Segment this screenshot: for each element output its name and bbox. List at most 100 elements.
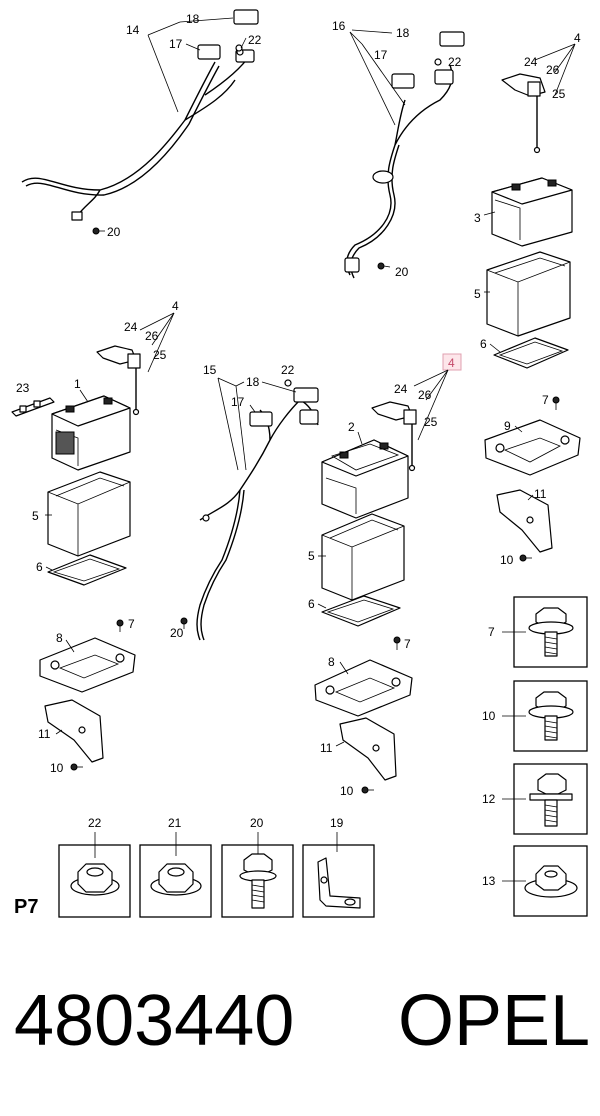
callout-21: 21 [168,816,182,830]
callout-26: 26 [145,329,159,343]
callout-24: 24 [394,382,408,396]
terminal-23 [11,397,55,417]
battery-support-8-left [39,637,136,693]
callout-8: 8 [328,655,335,669]
bolt-7-right [552,396,560,410]
battery-clamp-middle-right [371,401,417,472]
fastener-box-10 [502,680,588,752]
callout-9: 9 [504,419,511,433]
battery-support-8-right [314,659,413,717]
callout-24: 24 [124,320,138,334]
bracket-11-middle-right [339,717,397,781]
fastener-box-21 [139,832,212,918]
callout-5: 5 [308,549,315,563]
callout-25: 25 [153,348,167,362]
callout-18: 18 [396,26,410,40]
callout-10: 10 [50,761,64,775]
nut-22-top-left [235,44,243,52]
callout-19: 19 [330,816,344,830]
callout-20: 20 [107,225,121,239]
callout-10: 10 [482,709,496,723]
battery-mat-6-middle-left [47,554,127,586]
bolt-20-top-left [92,227,105,235]
battery-1 [51,395,131,471]
callout-7: 7 [488,625,495,639]
bolt-20-top-middle [377,262,391,270]
callout-17: 17 [169,37,183,51]
callout-2: 2 [348,420,355,434]
battery-2 [321,439,409,519]
callout-25: 25 [552,87,566,101]
fastener-box-7 [502,596,588,668]
battery-tray-5-middle-left [47,471,131,557]
fastener-box-19 [302,832,375,918]
callout-20: 20 [170,626,184,640]
callout-23: 23 [16,381,30,395]
callout-26: 26 [418,388,432,402]
callout-20: 20 [395,265,409,279]
callout-22: 22 [281,363,295,377]
battery-cable-harness-top-left [21,9,259,221]
fastener-box-22 [58,832,131,918]
callout-7: 7 [542,393,549,407]
callout-20: 20 [250,816,264,830]
bolt-7-middle-left [116,619,124,632]
callout-4: 4 [574,31,581,45]
callout-26: 26 [546,63,560,77]
callout-6: 6 [480,337,487,351]
callout-10: 10 [500,553,514,567]
bolt-7-middle-right [393,636,401,650]
bracket-11-right [496,489,553,553]
callout-5: 5 [32,509,39,523]
callout-4-highlight [442,353,462,371]
battery-mat-6-right [493,337,569,369]
callout-3: 3 [474,211,481,225]
callout-17: 17 [374,48,388,62]
callout-13: 13 [482,874,496,888]
callout-14: 14 [126,23,140,37]
brand-name: OPEL [398,981,591,1061]
callout-6: 6 [36,560,43,574]
callout-15: 15 [203,363,217,377]
callout-22: 22 [248,33,262,47]
battery-tray-5-right [486,251,571,337]
callout-22: 22 [448,55,462,69]
callout-18: 18 [186,12,200,26]
fastener-box-12 [502,763,588,835]
page-label: P7 [14,896,39,918]
callout-labels: 14 18 17 22 20 16 18 17 22 20 4 24 26 25… [16,12,581,888]
callout-10: 10 [340,784,354,798]
callout-4-highlighted: 4 [448,356,455,370]
callout-11: 11 [320,741,333,755]
callout-4: 4 [172,299,179,313]
battery-cable-harness-middle [196,387,319,641]
fastener-box-20 [221,832,294,918]
callout-22: 22 [88,816,102,830]
bolt-20-middle [180,617,188,629]
callout-1: 1 [74,377,81,391]
callout-24: 24 [524,55,538,69]
callout-16: 16 [332,19,346,33]
bolt-10-middle-right [361,786,374,794]
callout-18: 18 [246,375,260,389]
nut-22-top-middle [434,58,442,66]
part-number: 4803440 [14,981,295,1061]
nut-22-middle [284,379,292,387]
callout-25: 25 [424,415,438,429]
bracket-11-middle-left [44,699,104,763]
battery-tray-5-middle-right [321,513,405,601]
callout-5: 5 [474,287,481,301]
battery-mat-6-middle-right [321,595,401,627]
battery-cable-harness-top-middle [344,31,465,279]
battery-support-9 [484,419,581,476]
battery-clamp-top-right [501,73,546,154]
callout-11: 11 [534,487,547,501]
callout-17: 17 [231,395,245,409]
battery-clamp-middle-left [96,345,141,416]
bolt-10-right [519,554,532,562]
callout-7: 7 [404,637,411,651]
callout-11: 11 [38,727,51,741]
fastener-box-13 [502,845,588,917]
battery-3 [491,177,573,247]
